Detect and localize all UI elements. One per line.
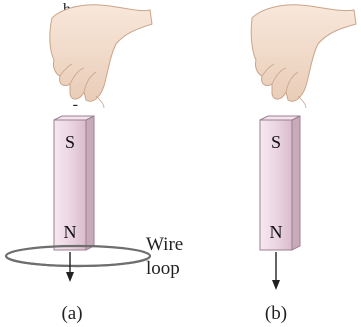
pole-s-b: S bbox=[271, 132, 281, 152]
loop-label: loop bbox=[146, 258, 180, 279]
hand-icon-a bbox=[49, 4, 153, 109]
panel-b: S N (b) bbox=[250, 4, 357, 324]
panel-a: S N Wire loop (a) bbox=[4, 4, 183, 324]
pole-s-a: S bbox=[65, 132, 75, 152]
text-fragment-6: - bbox=[72, 96, 78, 113]
wire-label: Wire bbox=[146, 234, 183, 255]
arrow-down-icon-a bbox=[66, 252, 74, 282]
pole-n-b: N bbox=[270, 222, 283, 242]
bar-magnet-b: S N bbox=[259, 115, 301, 251]
pole-n-a: N bbox=[64, 222, 77, 242]
caption-a: (a) bbox=[61, 303, 82, 324]
hand-icon-b bbox=[250, 4, 357, 109]
arrow-down-icon-b bbox=[272, 252, 280, 290]
bar-magnet-a: S N bbox=[53, 115, 95, 251]
caption-b: (b) bbox=[265, 303, 287, 324]
